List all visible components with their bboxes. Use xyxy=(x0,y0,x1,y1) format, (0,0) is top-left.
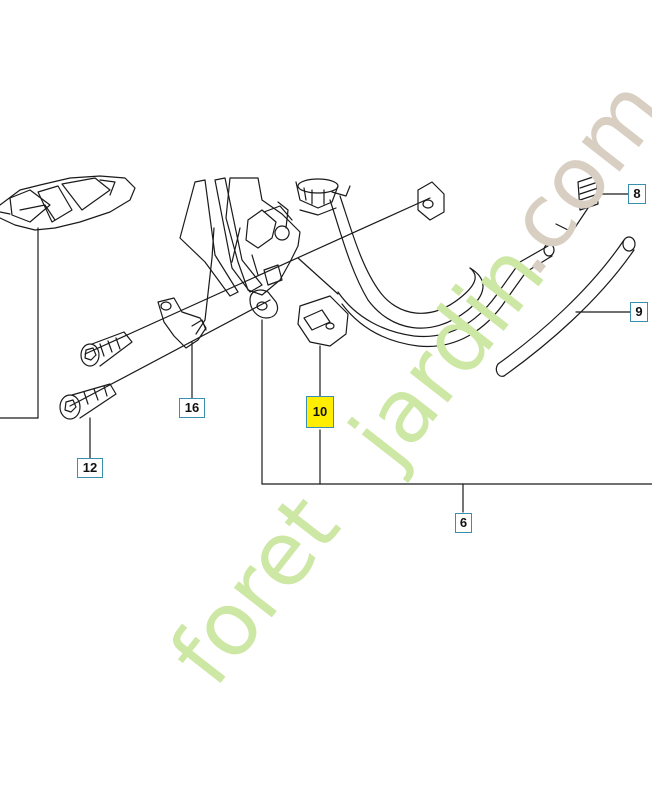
fuel-hose-straight xyxy=(495,236,636,377)
screw-lower xyxy=(59,383,117,420)
axis-line-lower xyxy=(69,299,271,407)
leader-16-up xyxy=(195,227,215,335)
fuel-hose-curved xyxy=(329,195,555,348)
washer xyxy=(249,289,279,319)
callout-10[interactable]: 10 xyxy=(306,396,334,428)
callout-8[interactable]: 8 xyxy=(628,184,646,204)
callout-6[interactable]: 6 xyxy=(455,513,472,533)
screw-upper xyxy=(80,331,133,367)
carburettor-body xyxy=(179,177,301,297)
leader-hose xyxy=(297,257,339,295)
handle-part xyxy=(0,175,136,231)
callout-12[interactable]: 12 xyxy=(77,458,103,478)
clip-part xyxy=(157,297,207,349)
intake-nipple xyxy=(295,178,351,216)
gasket xyxy=(297,295,349,347)
spacer-cylinder xyxy=(417,181,445,221)
spring xyxy=(555,175,599,233)
axis-line-upper xyxy=(84,197,431,355)
callout-16[interactable]: 16 xyxy=(179,398,205,418)
callout-9[interactable]: 9 xyxy=(630,302,648,322)
